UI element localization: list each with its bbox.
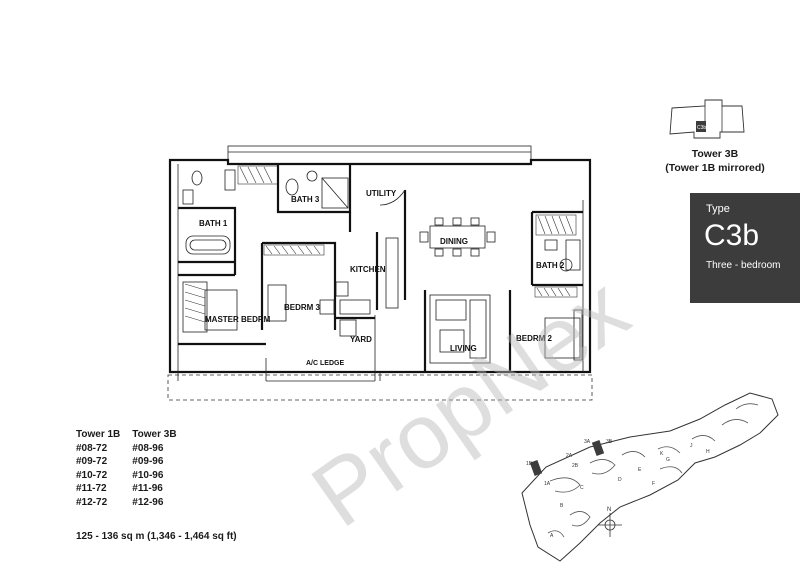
unit-item: #12-96 bbox=[132, 496, 164, 508]
unit-list: Tower 1B #08-72 #09-72 #10-72 #11-72 #12… bbox=[76, 428, 177, 509]
tower-mirrored: (Tower 1B mirrored) bbox=[665, 162, 765, 174]
label-yard: YARD bbox=[350, 335, 372, 344]
unit-area: 125 - 136 sq m (1,346 - 1,464 sq ft) bbox=[76, 531, 237, 542]
type-label: Type bbox=[706, 203, 730, 215]
tower-name: Tower 3B bbox=[691, 148, 739, 160]
tower-key-plan: C3b bbox=[669, 99, 745, 139]
key-plan-unit-label: C3b bbox=[697, 125, 706, 131]
unit-item: #11-96 bbox=[132, 483, 163, 494]
wc-bath2 bbox=[559, 258, 573, 272]
site-label: 2A bbox=[566, 453, 573, 459]
site-label: 1B bbox=[526, 461, 533, 467]
site-label: C bbox=[580, 485, 584, 491]
label-ac-ledge: A/C LEDGE bbox=[306, 360, 344, 367]
unit-col-tower3b: Tower 3B #08-96 #09-96 #10-96 #11-96 #12… bbox=[132, 428, 176, 509]
label-dining: DINING bbox=[440, 237, 468, 246]
unit-col-header: Tower 1B bbox=[76, 429, 121, 440]
wc-bath3 bbox=[285, 178, 299, 196]
label-bedrm2: BEDRM 2 bbox=[516, 334, 553, 343]
unit-item: #10-72 bbox=[76, 469, 108, 481]
site-label: K bbox=[660, 451, 664, 457]
top-planter bbox=[227, 145, 532, 165]
unit-item: #08-96 bbox=[132, 442, 164, 454]
site-label: 2B bbox=[572, 463, 579, 469]
bathtub bbox=[185, 235, 231, 255]
label-bath2: BATH 2 bbox=[536, 261, 565, 270]
bed-bedrm3 bbox=[267, 284, 287, 322]
site-label: 3A bbox=[584, 439, 591, 445]
unit-item: #10-96 bbox=[132, 469, 164, 481]
type-code: C3b bbox=[704, 219, 760, 252]
unit-item: #11-72 bbox=[76, 483, 107, 494]
bed-bedrm2 bbox=[544, 317, 581, 359]
highlight-tower-3b bbox=[591, 440, 605, 456]
north-label: N bbox=[607, 507, 611, 513]
sofa bbox=[429, 294, 491, 364]
site-label: 1A bbox=[544, 481, 551, 487]
site-label: F bbox=[652, 481, 655, 487]
dining-table bbox=[429, 225, 486, 249]
outer-wall bbox=[168, 158, 592, 374]
site-label: H bbox=[706, 449, 710, 455]
site-label: D bbox=[618, 477, 622, 483]
tower-caption: Tower 3B (Tower 1B mirrored) bbox=[655, 147, 775, 175]
type-desc: Three - bedroom bbox=[706, 260, 781, 271]
label-master-bedrm: MASTER BEDRM bbox=[205, 315, 271, 324]
highlight-tower-1b bbox=[529, 460, 543, 476]
unit-item: #09-96 bbox=[132, 456, 164, 467]
unit-item: #12-72 bbox=[76, 496, 108, 508]
type-box: Type C3b Three - bedroom bbox=[690, 193, 800, 303]
site-plan: 1B 3B 1A 2A 2B 3A A B C D E F G H J K N bbox=[521, 392, 779, 562]
site-label: 3B bbox=[606, 439, 613, 445]
site-label: J bbox=[690, 443, 693, 449]
label-kitchen: KITCHEN bbox=[350, 265, 386, 274]
site-label: B bbox=[560, 503, 564, 509]
bed-master bbox=[204, 289, 238, 331]
label-utility: UTILITY bbox=[366, 189, 397, 198]
site-label: A bbox=[550, 533, 554, 539]
wc-bath1 bbox=[191, 170, 203, 186]
unit-col-tower1b: Tower 1B #08-72 #09-72 #10-72 #11-72 #12… bbox=[76, 428, 120, 509]
label-bath1: BATH 1 bbox=[199, 219, 228, 228]
label-bath3: BATH 3 bbox=[291, 195, 320, 204]
unit-item: #09-72 bbox=[76, 456, 108, 467]
label-living: LIVING bbox=[450, 344, 477, 353]
site-label: E bbox=[638, 467, 642, 473]
label-bedrm3: BEDRM 3 bbox=[284, 303, 321, 312]
unit-highlight bbox=[696, 121, 706, 132]
unit-item: #08-72 bbox=[76, 442, 108, 454]
site-label: G bbox=[666, 457, 670, 463]
unit-col-header: Tower 3B bbox=[132, 429, 177, 440]
